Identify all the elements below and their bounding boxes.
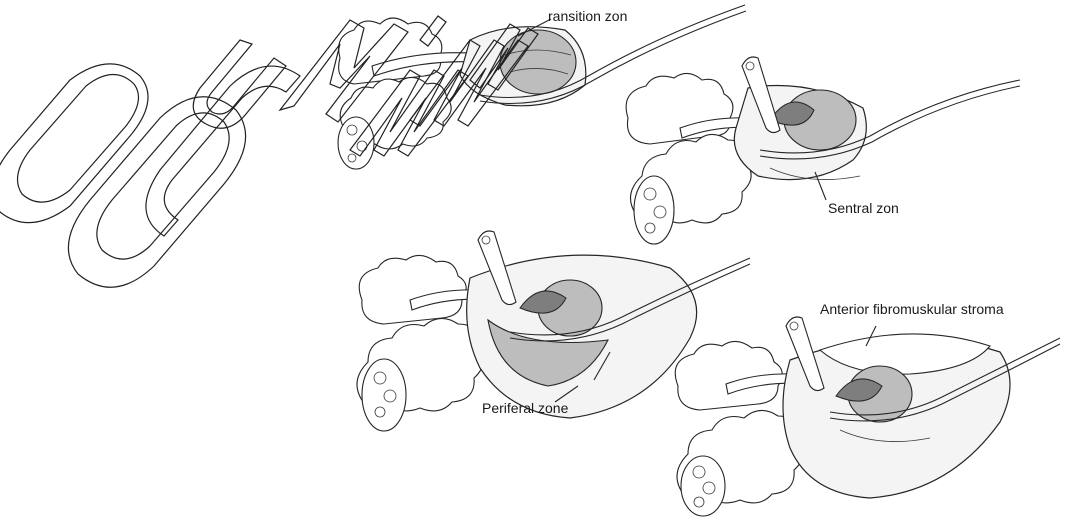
watermark-lettering <box>0 16 538 287</box>
seminal-vesicle <box>359 255 466 324</box>
seminal-vesicle <box>626 73 733 144</box>
central-zone-label: Sentral zon <box>828 200 899 216</box>
anterior-stroma-figure <box>675 317 1060 516</box>
transition-zone-shaded <box>500 30 576 94</box>
transition-zone-label: ransition zon <box>548 8 627 24</box>
peripheral-zone-label: Periferal zone <box>482 400 568 416</box>
anterior-stroma-label: Anterior fibromuskular stroma <box>820 301 1004 317</box>
central-zone-figure <box>626 57 1020 244</box>
